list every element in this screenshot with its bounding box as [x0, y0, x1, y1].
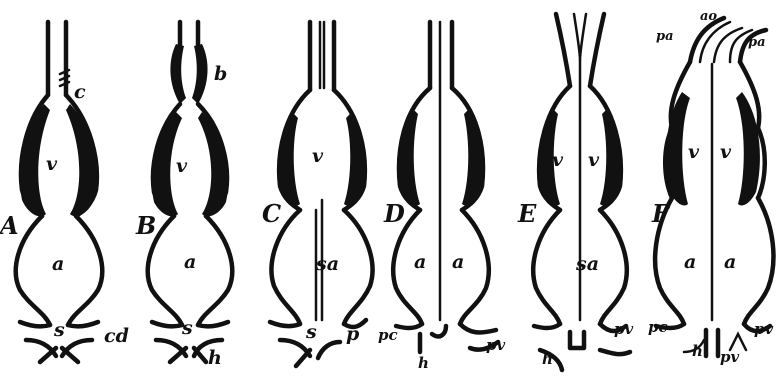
panel-c-muscle-right	[344, 112, 365, 206]
panel-a-label-a: a	[52, 253, 64, 275]
panel-e-muscle-right	[600, 108, 621, 206]
panel-a-label-cd: cd	[104, 325, 129, 347]
panel-b-label-s: s	[181, 317, 193, 339]
panel-d-letter: D	[383, 199, 405, 228]
panel-f-label-pv-bottom: pv	[720, 348, 739, 366]
panel-b-atrium-right	[198, 216, 232, 325]
panel-f-label-v-right: v	[720, 141, 732, 163]
panel-a-label-s: s	[53, 319, 65, 341]
panel-b-artery-top	[180, 22, 198, 48]
panel-f-label-a-right: a	[724, 251, 736, 273]
panel-a-sinus-veins	[26, 340, 92, 362]
panel-d-label-pc: pc	[378, 326, 398, 344]
panel-e-label-v-left: v	[552, 149, 564, 171]
panel-e-letter: E	[517, 199, 537, 228]
panel-e-veins	[540, 350, 630, 370]
panel-b-label-v: v	[176, 155, 188, 177]
panel-f-label-pv-right: pv	[754, 320, 773, 338]
panel-c-artery	[310, 22, 334, 90]
panel-e: E v v sa h pv	[517, 14, 633, 370]
panel-e-artery-inner	[574, 14, 586, 60]
panel-f-letter: F	[651, 199, 671, 228]
panel-e-atrium-right	[600, 210, 627, 324]
panel-e-label-v-right: v	[588, 149, 600, 171]
panel-f-label-ao: ao	[700, 9, 717, 24]
panel-d-label-pv: pv	[486, 336, 505, 354]
panel-b-letter: B	[135, 211, 156, 240]
panel-f-label-pc: pc	[648, 318, 668, 336]
panel-b: B v a s b h	[135, 22, 232, 369]
panel-a-atrium-right	[68, 216, 102, 325]
panel-d-label-a-right: a	[452, 251, 464, 273]
panel-f-label-a-left: a	[684, 251, 696, 273]
panel-e-sinus	[534, 324, 626, 348]
panel-a-label-v: v	[46, 153, 58, 175]
panel-d-muscle-right	[462, 108, 483, 206]
panel-b-bulbus-left	[170, 44, 186, 104]
panel-c-label-v: v	[312, 145, 324, 167]
panel-d-label-h: h	[418, 354, 429, 372]
panel-f-label-pa-right: pa	[748, 35, 766, 50]
panel-a-label-c: c	[74, 81, 86, 103]
panel-d-muscle-left	[399, 108, 420, 206]
panel-e-atrium-left	[533, 210, 560, 324]
panel-a: A v a s c cd	[0, 22, 129, 362]
panel-a-muscle-right	[66, 104, 96, 216]
panel-b-label-a: a	[184, 251, 196, 273]
panel-f-label-h: h	[692, 342, 703, 360]
panel-b-muscle-right	[198, 112, 228, 216]
panel-c-muscle-left	[279, 112, 300, 206]
panel-a-letter: A	[0, 211, 19, 240]
panel-f-atrium-right	[744, 198, 773, 324]
panel-f-label-v-left: v	[688, 141, 700, 163]
panel-e-label-h: h	[542, 350, 553, 368]
panel-b-label-h: h	[208, 347, 222, 369]
panel-d: D a a pc h pv	[378, 22, 505, 372]
panel-c-letter: C	[262, 199, 281, 228]
panel-c-label-sa: sa	[315, 253, 339, 275]
panel-e-label-pv: pv	[614, 320, 633, 338]
panel-f-label-pa-left: pa	[656, 29, 674, 44]
panel-b-label-b: b	[214, 63, 227, 85]
panel-f: F v v a a pa ao pa pc h pv pv	[648, 9, 773, 366]
panel-d-label-a-left: a	[414, 251, 426, 273]
panel-b-bulbus-right	[192, 44, 208, 104]
panel-c: C v sa s p	[262, 22, 372, 366]
panel-f-muscle-right	[736, 92, 760, 206]
panel-c-label-p: p	[346, 323, 360, 345]
panel-a-atrium-left	[16, 216, 50, 325]
panel-c-sinus-veins	[280, 340, 340, 366]
panel-f-sinus	[656, 324, 770, 356]
panel-c-atrium-right	[344, 210, 372, 324]
panel-c-label-s: s	[305, 321, 317, 343]
panel-e-label-sa: sa	[575, 253, 599, 275]
panel-c-artery-inner	[320, 22, 324, 88]
